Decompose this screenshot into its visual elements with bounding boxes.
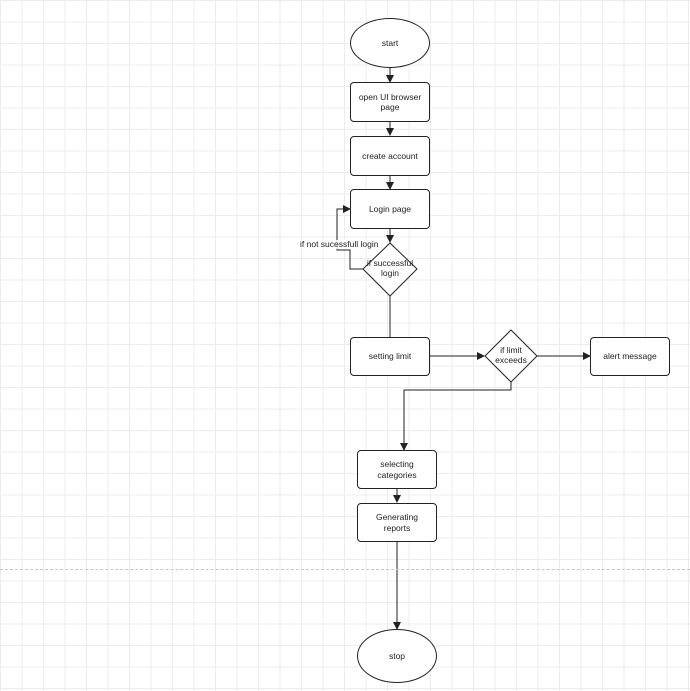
open-ui-browser-page-node[interactable]: open UI browser page: [350, 82, 430, 122]
if-successful-login-label[interactable]: if successful login: [366, 258, 414, 278]
decision-diamond-limit: [484, 329, 538, 383]
login-page-node[interactable]: Login page: [350, 189, 430, 229]
setting-limit-node[interactable]: setting limit: [350, 337, 430, 376]
start-node[interactable]: start: [350, 18, 430, 68]
generating-reports-node[interactable]: Generating reports: [357, 503, 437, 542]
decision-diamond-login: [362, 242, 418, 297]
selecting-categories-node[interactable]: selecting categories: [357, 450, 437, 489]
page-break-line: [0, 569, 690, 570]
not-successful-edge-label: if not sucessfull login: [300, 239, 379, 249]
if-limit-exceeds-label[interactable]: if limit exceeds: [495, 345, 527, 365]
create-account-node[interactable]: create account: [350, 136, 430, 176]
alert-message-node[interactable]: alert message: [590, 337, 670, 376]
stop-node[interactable]: stop: [357, 629, 437, 683]
edge-limit-check-to-categories: [400, 382, 512, 451]
edge-not-successful-loop: [336, 205, 363, 270]
